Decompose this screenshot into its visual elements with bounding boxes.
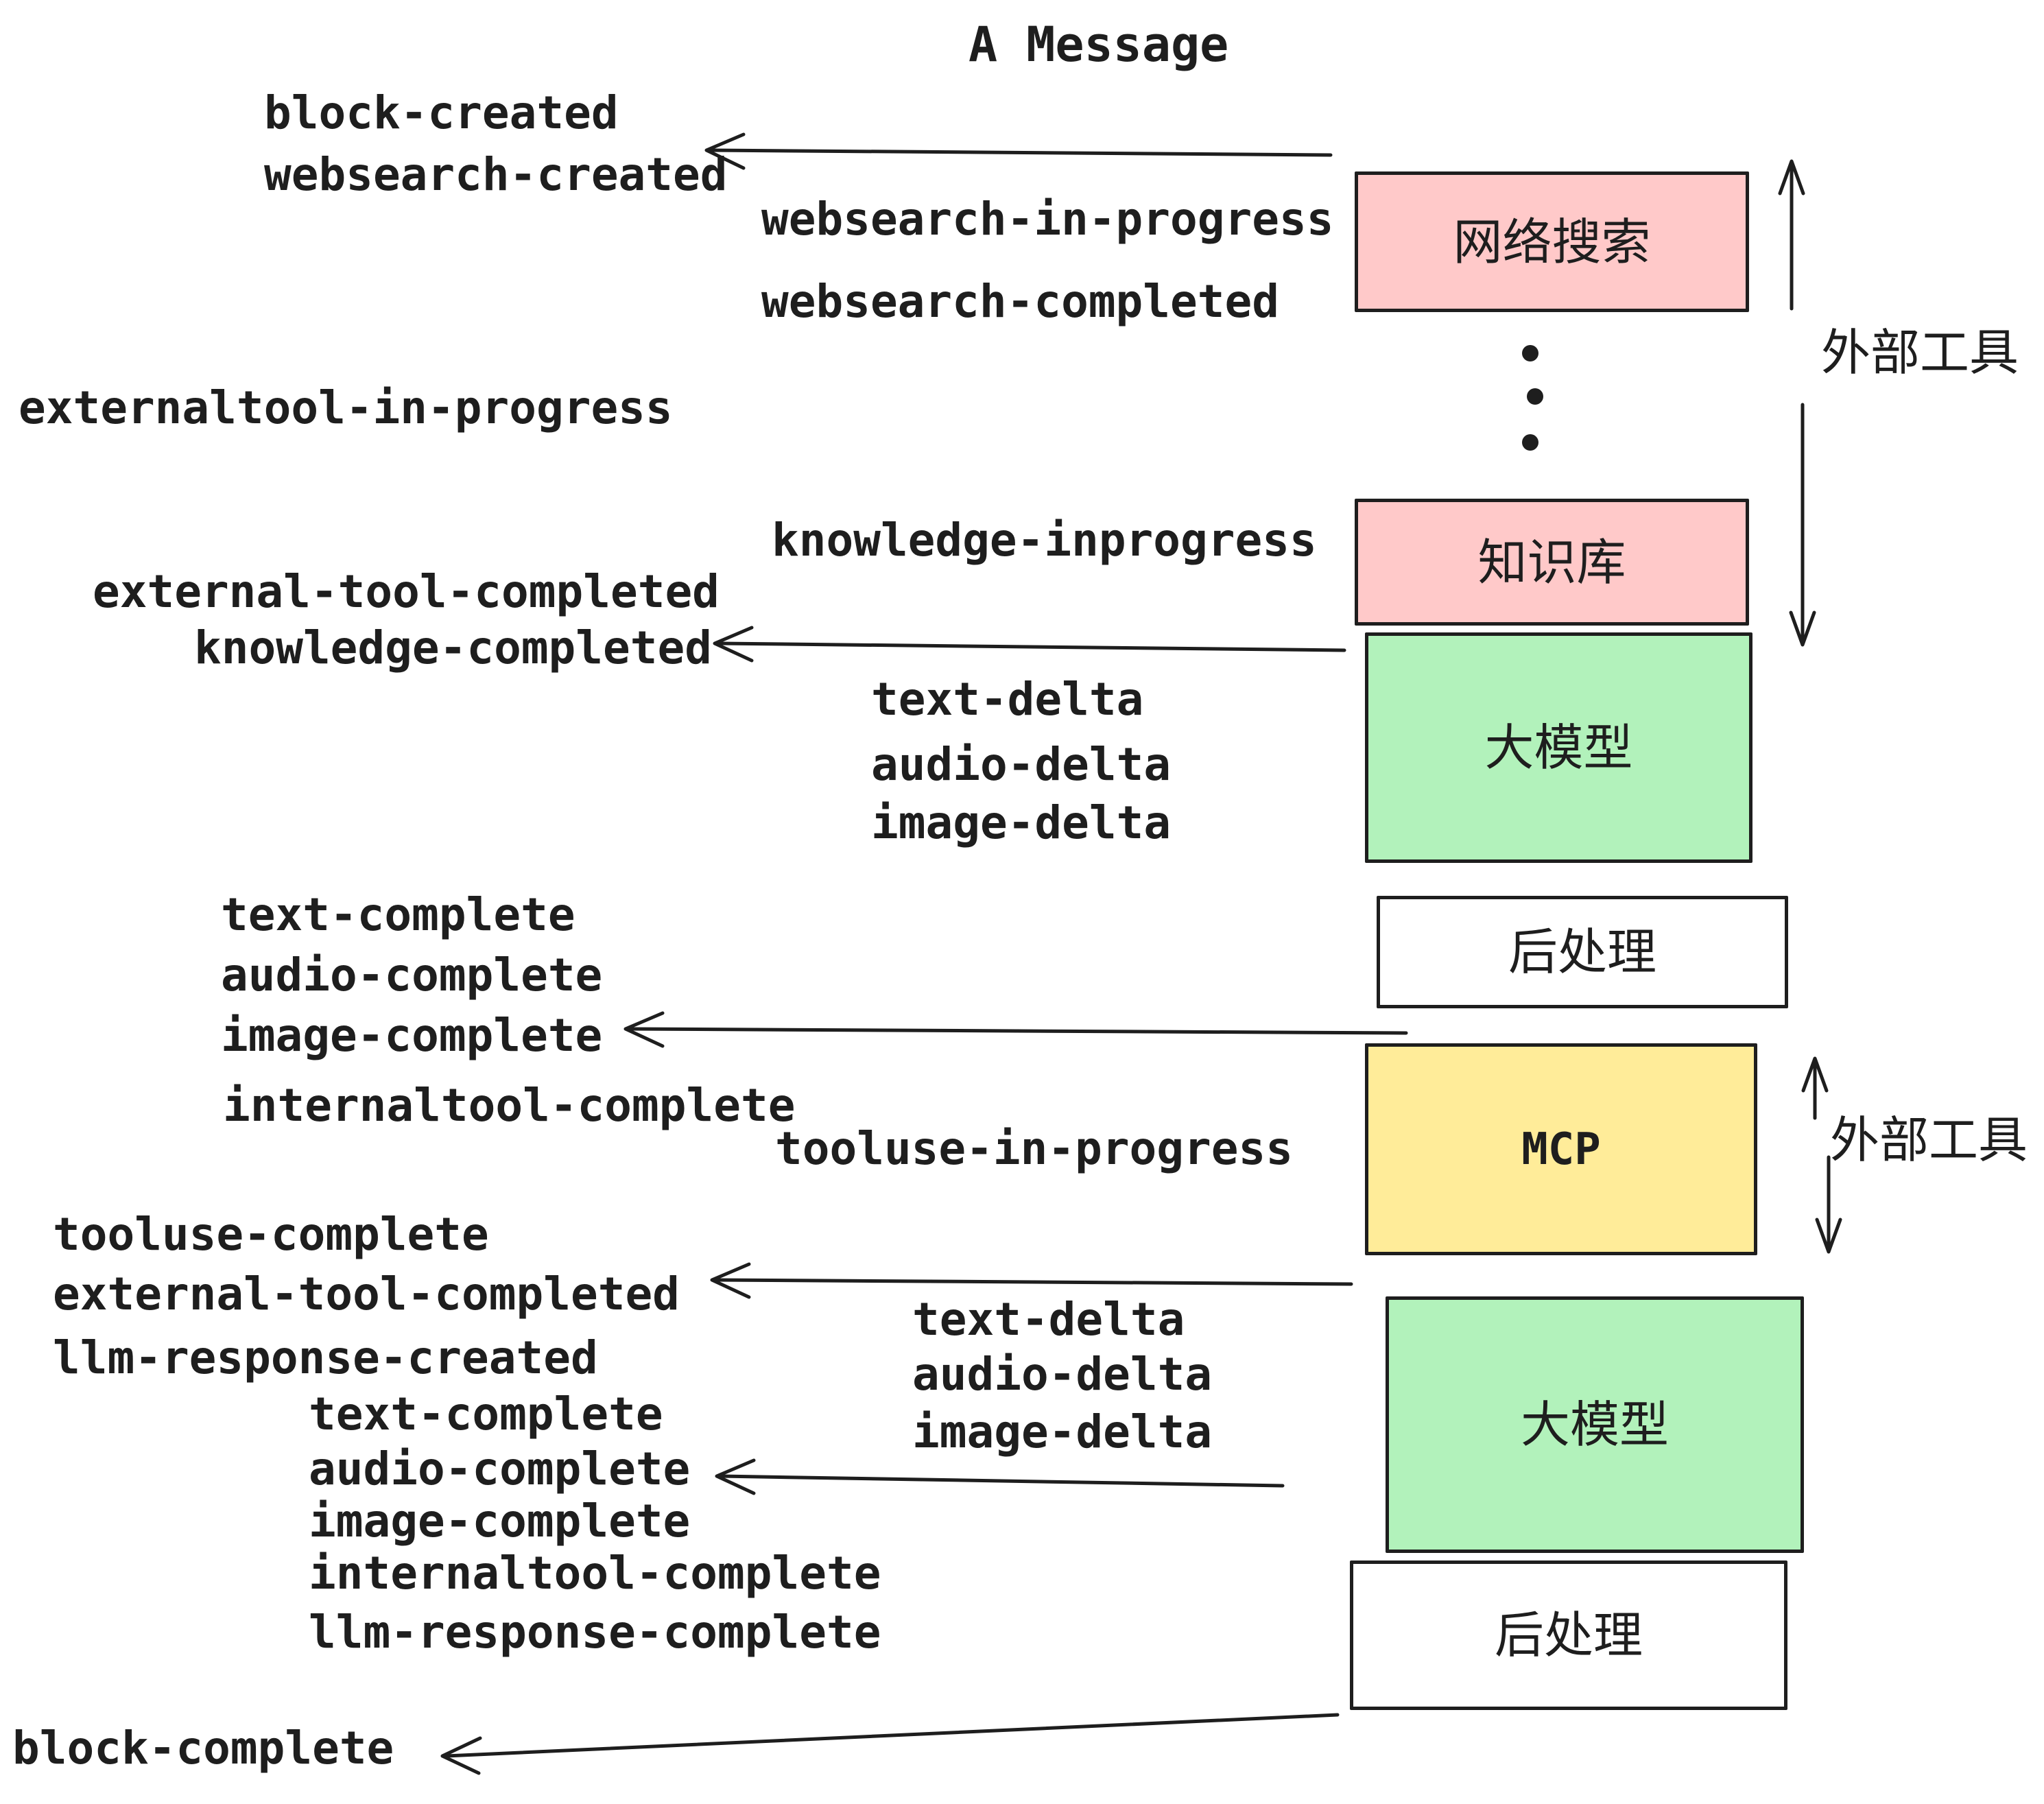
box-mcp-label: MCP bbox=[1521, 1124, 1601, 1175]
arrow-to-block-created bbox=[704, 132, 1333, 170]
label-image-delta-2: image-delta bbox=[912, 1405, 1213, 1458]
arrow-to-audio-complete bbox=[715, 1458, 1285, 1495]
ellipsis-dots bbox=[1522, 345, 1543, 451]
label-audio-delta-2: audio-delta bbox=[912, 1348, 1213, 1401]
arrow-to-block-complete bbox=[440, 1713, 1340, 1775]
label-tooluse-complete: tooluse-complete bbox=[53, 1208, 489, 1261]
label-external-tool-completed-2: external-tool-completed bbox=[53, 1268, 680, 1320]
arrow-to-external-tool-completed bbox=[710, 1262, 1353, 1299]
label-externaltool-in-progress: externaltool-in-progress bbox=[19, 381, 673, 434]
label-llm-response-created: llm-response-created bbox=[53, 1331, 598, 1384]
external-tools-up-arrow-1 bbox=[1778, 159, 1805, 311]
label-audio-delta-1: audio-delta bbox=[871, 738, 1172, 791]
box-websearch-label: 网络搜索 bbox=[1453, 213, 1651, 271]
box-knowledge-label: 知识库 bbox=[1477, 533, 1626, 591]
box-llm-2: 大模型 bbox=[1386, 1296, 1804, 1553]
arrow-to-image-complete bbox=[623, 1011, 1408, 1048]
box-postprocess-2-label: 后处理 bbox=[1494, 1606, 1643, 1664]
external-tools-down-arrow-2 bbox=[1815, 1155, 1842, 1254]
label-audio-complete-1: audio-complete bbox=[221, 949, 603, 1001]
external-tools-down-arrow-1 bbox=[1789, 403, 1816, 647]
label-internaltool-complete-1: internaltool-complete bbox=[223, 1079, 796, 1132]
label-internaltool-complete-2: internaltool-complete bbox=[309, 1547, 881, 1600]
label-websearch-in-progress: websearch-in-progress bbox=[761, 193, 1334, 246]
label-block-created: block-created bbox=[264, 86, 619, 139]
label-websearch-completed: websearch-completed bbox=[761, 275, 1279, 328]
label-text-delta-1: text-delta bbox=[871, 673, 1144, 726]
label-image-complete-1: image-complete bbox=[221, 1009, 603, 1062]
label-text-complete-2: text-complete bbox=[309, 1388, 663, 1440]
external-tools-annotation-1: 外部工具 bbox=[1821, 324, 2019, 381]
label-image-delta-1: image-delta bbox=[871, 796, 1172, 849]
diagram-title: A Message bbox=[968, 16, 1229, 73]
label-llm-response-complete: llm-response-complete bbox=[309, 1606, 881, 1659]
label-text-delta-2: text-delta bbox=[912, 1293, 1185, 1346]
label-text-complete-1: text-complete bbox=[221, 888, 575, 941]
box-llm-1: 大模型 bbox=[1365, 632, 1752, 863]
label-websearch-created: websearch-created bbox=[264, 148, 728, 201]
box-knowledge: 知识库 bbox=[1355, 499, 1749, 626]
box-postprocess-1: 后处理 bbox=[1377, 896, 1788, 1008]
label-knowledge-inprogress: knowledge-inprogress bbox=[772, 514, 1317, 567]
box-mcp: MCP bbox=[1365, 1043, 1757, 1255]
label-tooluse-in-progress: tooluse-in-progress bbox=[775, 1122, 1293, 1175]
arrow-to-knowledge-completed bbox=[713, 626, 1346, 663]
box-websearch: 网络搜索 bbox=[1355, 171, 1749, 312]
label-image-complete-2: image-complete bbox=[309, 1495, 691, 1547]
box-llm-1-label: 大模型 bbox=[1484, 719, 1633, 776]
label-block-complete: block-complete bbox=[12, 1722, 394, 1775]
external-tools-annotation-2: 外部工具 bbox=[1830, 1111, 2028, 1169]
label-audio-complete-2: audio-complete bbox=[309, 1443, 691, 1495]
box-llm-2-label: 大模型 bbox=[1520, 1396, 1669, 1453]
label-external-tool-completed: external-tool-completed bbox=[93, 565, 720, 618]
label-knowledge-completed: knowledge-completed bbox=[194, 621, 712, 674]
external-tools-up-arrow-2 bbox=[1801, 1056, 1829, 1120]
box-postprocess-2: 后处理 bbox=[1350, 1560, 1787, 1710]
box-postprocess-1-label: 后处理 bbox=[1508, 923, 1656, 981]
